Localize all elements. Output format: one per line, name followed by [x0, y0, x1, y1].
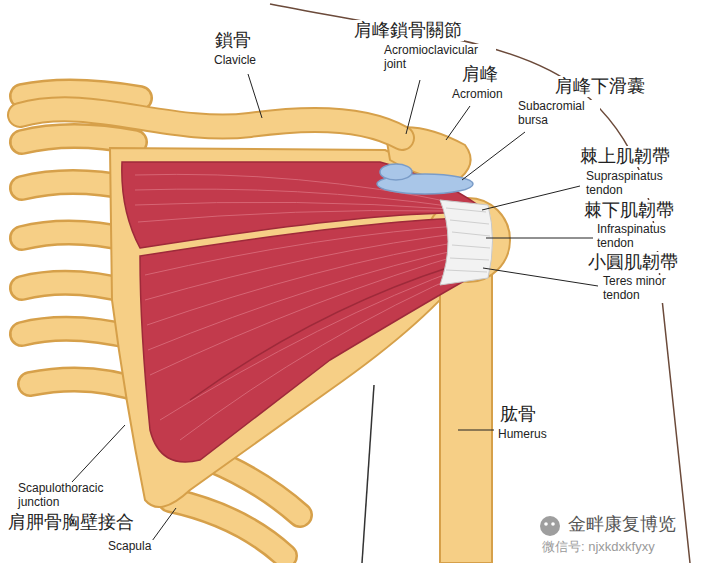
part-label-zh: 棘下肌韌帶: [582, 200, 676, 221]
tendons: [440, 200, 493, 285]
infraspinatus-muscle: [140, 218, 480, 462]
part-label-en: Supraspinatus tendon: [584, 170, 683, 198]
part-label-zh: 肱骨: [498, 404, 538, 425]
ac-joint-bursa: [380, 164, 412, 180]
part-label-en: Infraspinatus tendon: [595, 223, 694, 251]
part-label-en: Acromion: [450, 88, 505, 102]
muscle-fibres: [135, 174, 470, 440]
skin-outline: [270, 4, 690, 563]
part-label-zh: 肩峰: [460, 64, 500, 85]
part-label-zh: 棘上肌韌帶: [578, 146, 672, 167]
watermark: 微信号: njxkdxkfyxy: [540, 540, 657, 555]
teres-minor-divider: [190, 258, 480, 400]
watermark: 金畔康复博览: [566, 514, 678, 535]
part-label-zh: 肩峰下滑囊: [553, 76, 647, 97]
wechat-icon: [540, 516, 560, 536]
part-label-zh: 肩胛骨胸壁接合: [6, 512, 136, 533]
part-label-zh: 鎖骨: [213, 30, 253, 51]
part-label-en: Scapulothoracic junction: [16, 482, 120, 510]
part-label-en: Humerus: [496, 428, 549, 442]
part-label-en: Clavicle: [212, 54, 258, 68]
part-label-zh: 小圓肌韌帶: [586, 252, 680, 273]
part-label-en: Subacromial bursa: [516, 100, 600, 128]
clavicle-bone: [20, 109, 402, 138]
part-label-zh: 肩峰鎖骨關節: [352, 20, 464, 41]
part-label-en: Teres minor tendon: [601, 275, 690, 303]
inner-arm-outline: [362, 385, 374, 563]
part-label-en: Scapula: [106, 540, 153, 554]
leader-lines: [72, 74, 598, 541]
